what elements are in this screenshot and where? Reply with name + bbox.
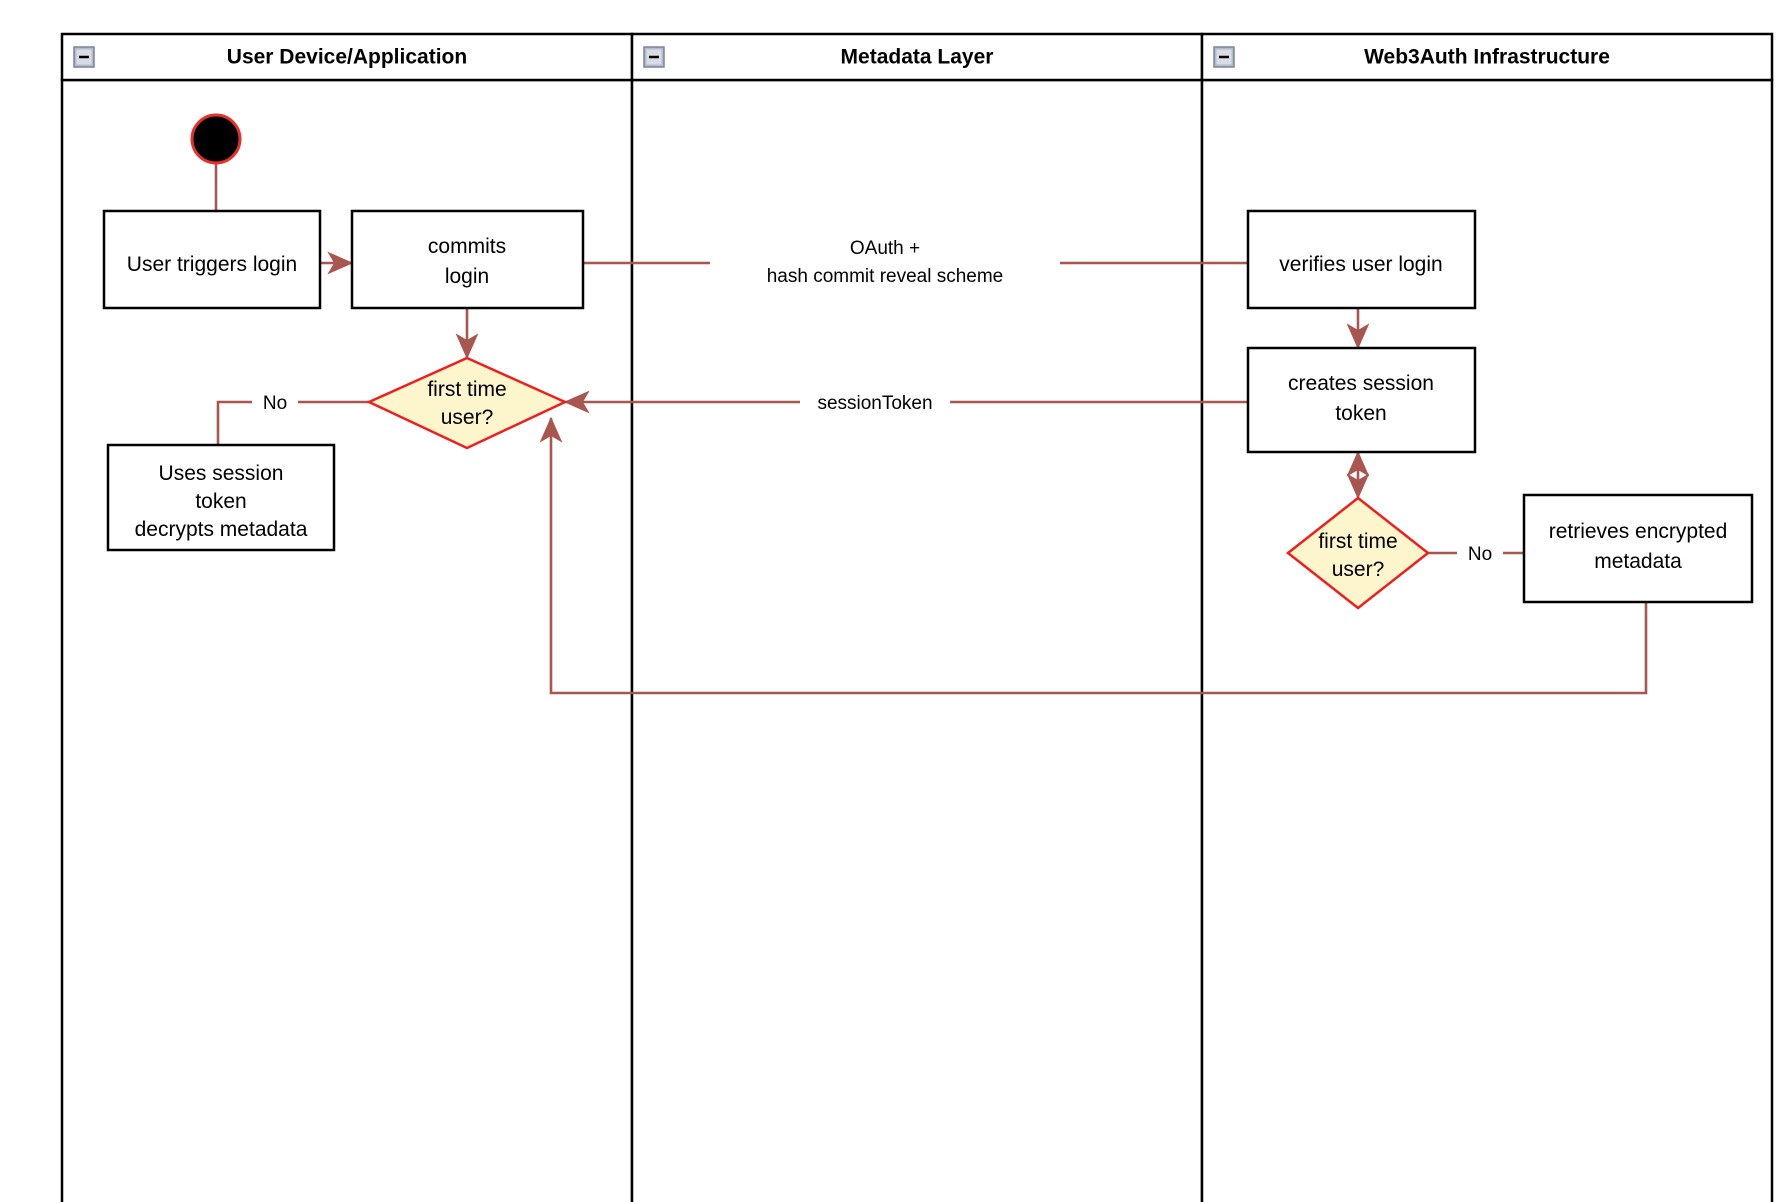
collapse-minus-icon-lane-2[interactable] [643, 46, 665, 68]
start-node[interactable] [190, 113, 242, 165]
node-label-retrieves-line1: retrieves encrypted [1549, 520, 1728, 543]
node-label-verifies-user-login: verifies user login [1279, 253, 1442, 276]
node-uses-session-token[interactable]: Uses session token decrypts metadata [106, 443, 336, 552]
edge-label-oauth: OAuth + hash commit reveal scheme [710, 230, 1060, 287]
sidebar-lane-web3auth[interactable] [1200, 32, 1774, 1202]
node-label-uses-session-line3: decrypts metadata [135, 518, 308, 541]
node-label-commits-login-line2: login [445, 265, 489, 288]
node-decision-first-time-user-left[interactable]: first time user? [366, 356, 568, 450]
node-label-decision-left-line2: user? [441, 406, 494, 429]
lane-header-metadata: Metadata Layer [643, 46, 994, 69]
node-label-retrieves-line2: metadata [1594, 550, 1682, 573]
node-user-triggers-login[interactable]: User triggers login [102, 209, 322, 310]
edge-label-session-token: sessionToken [800, 391, 950, 415]
node-label-creates-session-line2: token [1335, 402, 1386, 425]
edge-decision-left-no-to-uses-session [216, 400, 369, 445]
lane-header-user-device: User Device/Application [73, 46, 467, 69]
node-creates-session-token[interactable]: creates session token [1246, 346, 1477, 454]
edge-label-oauth-line1: OAuth + [850, 238, 920, 259]
edge-label-no-left: No [252, 391, 298, 415]
lane-title-web3auth: Web3Auth Infrastructure [1364, 46, 1610, 69]
swimlane-container [60, 32, 1774, 1202]
edge-retrieves-metadata-return-loop [539, 416, 1648, 695]
node-label-uses-session-line1: Uses session [159, 462, 284, 485]
edge-label-no-right-text: No [1468, 544, 1492, 565]
node-decision-first-time-user-right[interactable]: first time user? [1285, 496, 1431, 610]
collapse-minus-icon-lane-1[interactable] [73, 46, 95, 68]
sidebar-lane-user-device[interactable] [60, 32, 634, 1202]
edge-label-oauth-line2: hash commit reveal scheme [767, 266, 1004, 287]
node-verifies-user-login[interactable]: verifies user login [1246, 209, 1477, 310]
lane-title-user-device: User Device/Application [227, 46, 467, 69]
lane-header-web3auth: Web3Auth Infrastructure [1213, 46, 1610, 69]
node-label-commits-login-line1: commits [428, 235, 506, 258]
edge-label-no-right: No [1457, 542, 1503, 566]
edge-label-session-token-text: sessionToken [817, 393, 932, 414]
node-label-decision-right-line1: first time [1318, 530, 1397, 553]
sidebar-lane-metadata[interactable] [630, 32, 1204, 1202]
node-commits-login[interactable]: commits login [350, 209, 585, 310]
edge-label-no-left-text: No [263, 393, 287, 414]
node-label-decision-left-line1: first time [427, 378, 506, 401]
node-label-uses-session-line2: token [195, 490, 246, 513]
node-label-creates-session-line1: creates session [1288, 372, 1434, 395]
node-label-decision-right-line2: user? [1332, 558, 1385, 581]
lane-title-metadata: Metadata Layer [841, 46, 994, 69]
collapse-minus-icon-lane-3[interactable] [1213, 46, 1235, 68]
node-label-user-triggers-login: User triggers login [127, 253, 297, 276]
node-retrieves-encrypted-metadata[interactable]: retrieves encrypted metadata [1522, 493, 1754, 604]
